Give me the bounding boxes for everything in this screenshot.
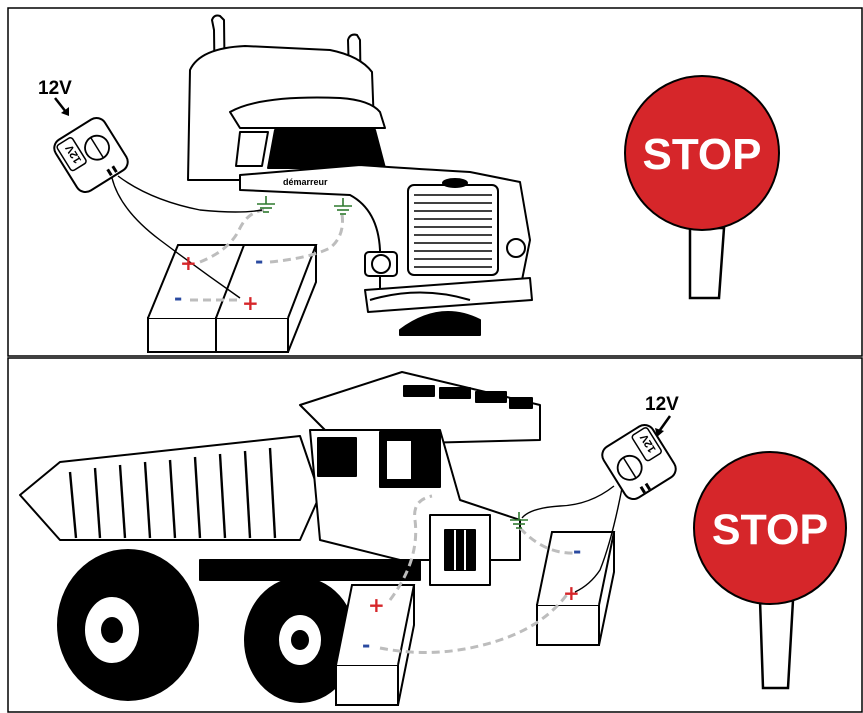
ground-icon [334,198,352,214]
stop-sign-top: STOP [625,76,779,298]
stop-text-top: STOP [642,130,761,179]
voltage-label-top: 12V [38,78,72,99]
battery-left-bottom-negative: - [362,633,370,657]
battery-left-top-positive: + [180,251,197,275]
battery-right-top-positive: + [242,291,259,315]
arrow-icon [55,98,66,112]
stop-text-bottom: STOP [712,506,828,554]
voltmeter-top: 12V [51,114,132,196]
dump-truck-illustration [20,372,540,702]
voltmeter-bottom: 12V [599,421,680,503]
battery-left-bottom-positive: + [368,593,385,617]
starter-label: démarreur [283,177,328,187]
stop-sign-bottom: STOP [694,452,846,688]
battery-right-top-negative: - [255,249,263,273]
battery-right-bottom-positive: + [563,581,580,605]
meter-lead-bottom-neg [522,486,614,518]
top-panel: démarreur + - - + 12V 12V STOP [38,16,779,353]
battery-left-top-negative: - [174,286,182,310]
arrow-icon [660,416,670,430]
bottom-panel: + - - + 12V 12V STOP [20,372,846,705]
voltage-label-bottom: 12V [645,394,679,415]
battery-right-bottom-negative: - [573,539,581,563]
